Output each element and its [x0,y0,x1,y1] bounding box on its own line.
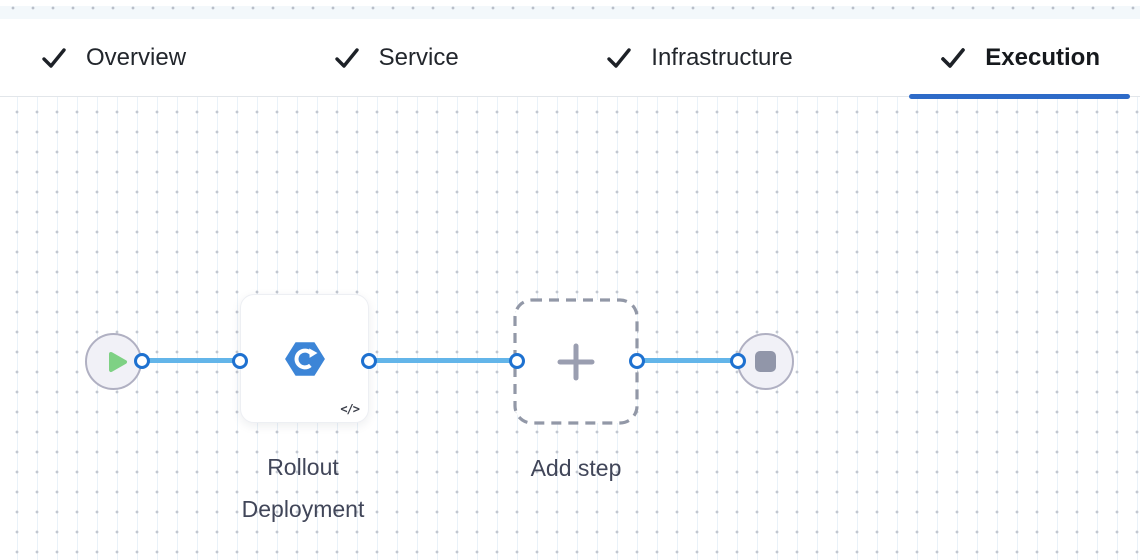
add-step-label: Add step [530,455,622,481]
execution-graph-canvas[interactable]: </> Rollout Deployment Add step [0,97,1140,560]
tab-label: Overview [86,43,187,71]
check-icon [607,47,631,68]
tab-infrastructure[interactable]: Infrastructure [605,19,793,96]
tab-label: Execution [985,43,1100,71]
end-node[interactable] [737,333,794,390]
link-anchor [730,353,746,369]
tab-execution[interactable]: Execution [909,19,1130,99]
step-node-label: Rollout Deployment [241,454,365,522]
top-canvas-strip [0,0,1140,19]
tab-label: Infrastructure [651,43,793,71]
kubernetes-rollout-icon [284,341,325,376]
link-anchor [232,353,248,369]
stage-tabbar: Overview Service Infrastructure Executio… [0,19,1140,99]
tab-label: Service [378,43,459,71]
edge-addstep-to-end [637,358,738,363]
link-anchor [629,353,645,369]
add-step-node[interactable] [513,298,639,425]
check-icon [42,47,66,68]
link-anchor [134,353,150,369]
stop-icon [755,351,776,372]
edge-start-to-step [142,358,240,363]
play-icon [109,351,127,372]
link-anchor [361,353,377,369]
check-icon [334,47,359,68]
link-anchor [509,353,525,369]
plus-icon [557,343,595,380]
start-node[interactable] [85,333,142,390]
tab-overview[interactable]: Overview [40,19,186,96]
code-icon[interactable]: </> [340,402,360,416]
tab-service[interactable]: Service [333,19,459,96]
check-icon [941,47,966,68]
edge-step-to-addstep [369,358,517,363]
step-node-rollout-deployment[interactable]: </> [240,294,369,423]
